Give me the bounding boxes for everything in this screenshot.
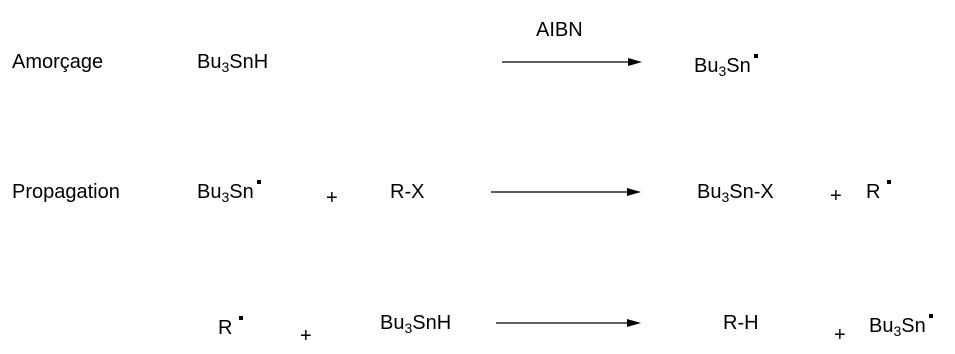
radical-dot xyxy=(256,180,261,184)
reaction-arrow-propagation1 xyxy=(491,188,641,196)
propagation2-product-tin-radical: Bu3Sn xyxy=(869,314,933,338)
propagation1-product-bu3snx: Bu3Sn-X xyxy=(697,181,774,205)
reagent-aibn: AIBN xyxy=(536,19,583,41)
reaction-arrow-propagation2 xyxy=(496,319,641,327)
radical-dot xyxy=(928,314,933,318)
initiation-reactant-bu3snh: Bu3SnH xyxy=(197,51,269,75)
radical-dot xyxy=(753,54,758,58)
propagation2-reactant-bu3snh: Bu3SnH xyxy=(380,312,452,336)
propagation1-product-alkyl-radical: R xyxy=(866,180,892,204)
plus-sign: + xyxy=(830,185,842,207)
radical-dot xyxy=(239,316,244,320)
initiation-product-tin-radical: Bu3Sn xyxy=(694,54,758,78)
propagation2-product-rh: R-H xyxy=(723,312,759,334)
plus-sign: + xyxy=(300,325,312,347)
plus-sign: + xyxy=(326,187,338,209)
plus-sign: + xyxy=(834,324,846,346)
propagation1-reactant-tin-radical: Bu3Sn xyxy=(197,180,261,204)
propagation2-reactant-alkyl-radical: R xyxy=(218,316,244,340)
step-label-initiation: Amorçage xyxy=(12,51,104,73)
propagation1-reactant-rx: R-X xyxy=(390,181,425,203)
radical-dot xyxy=(887,180,892,184)
step-label-propagation: Propagation xyxy=(12,181,120,203)
reaction-arrow-initiation xyxy=(502,58,642,66)
